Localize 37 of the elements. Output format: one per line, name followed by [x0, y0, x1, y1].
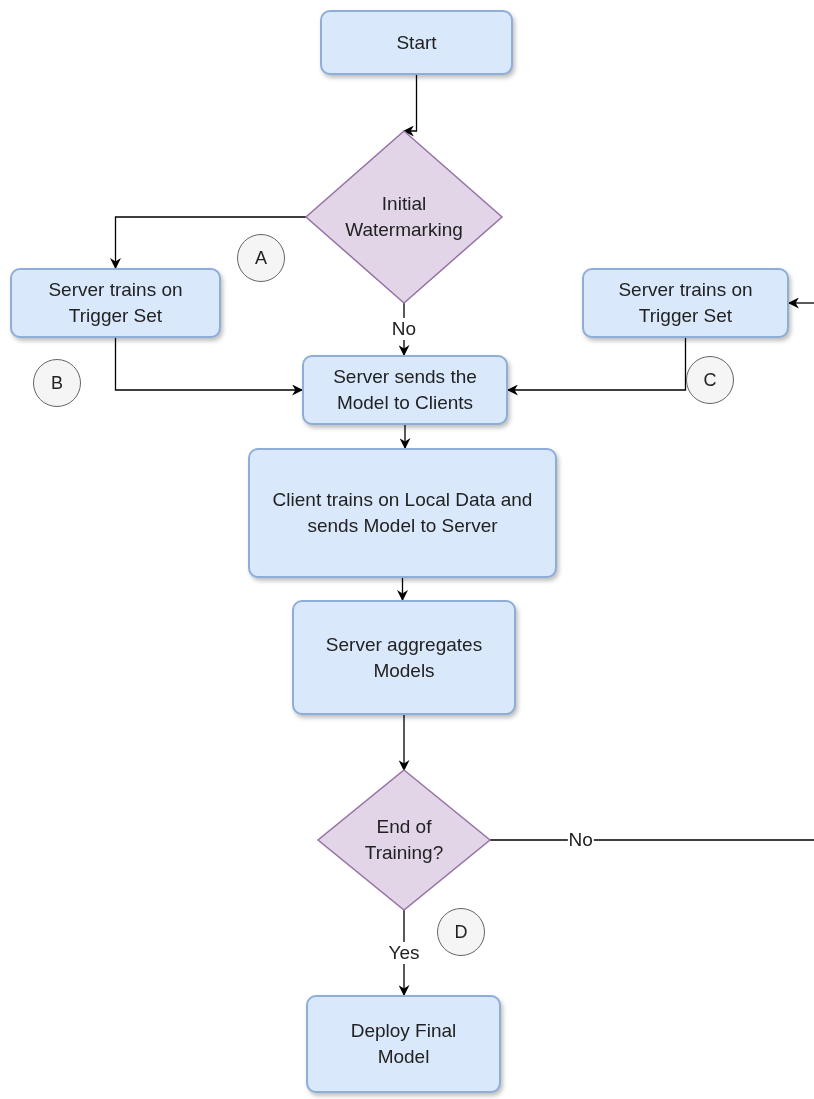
arrow	[506, 337, 687, 396]
node-text: C	[703, 369, 717, 392]
node-text: Initial Watermarking	[344, 192, 464, 242]
node-text: Server sends the Model to Clients	[332, 365, 478, 415]
process-box	[582, 268, 789, 338]
step-marker-circle	[437, 908, 485, 956]
arrow	[110, 216, 307, 270]
node-text: Server trains on Trigger Set	[617, 278, 754, 328]
step-marker-circle	[33, 359, 81, 407]
step-marker-circle	[686, 356, 734, 404]
arrow	[397, 577, 408, 602]
node-text: D	[454, 921, 468, 944]
step-marker-circle	[237, 234, 285, 282]
process-box	[302, 355, 508, 425]
arrow	[399, 424, 411, 450]
process-box	[248, 448, 557, 578]
arrow	[787, 297, 814, 309]
arrow	[402, 74, 418, 137]
node-text: Deploy Final Model	[349, 1019, 458, 1069]
node-text: End of Training?	[363, 815, 445, 865]
node-text: Server aggregates Models	[324, 632, 484, 683]
edge-label: No	[390, 318, 418, 340]
node-text: Server trains on Trigger Set	[47, 278, 184, 328]
node-text: A	[255, 247, 267, 270]
node-text: B	[51, 372, 63, 395]
decision-diamond	[306, 131, 502, 303]
process-box	[306, 995, 501, 1093]
decision-diamond	[318, 770, 490, 910]
edge-label: Yes	[387, 941, 421, 964]
process-box	[292, 600, 516, 715]
arrow	[114, 337, 304, 396]
process-box	[320, 10, 513, 75]
process-box	[10, 268, 221, 338]
node-text: Client trains on Local Data and sends Model to Server	[271, 488, 534, 538]
arrow	[398, 714, 410, 772]
connector-line	[489, 839, 814, 841]
node-text: Start	[395, 30, 438, 55]
